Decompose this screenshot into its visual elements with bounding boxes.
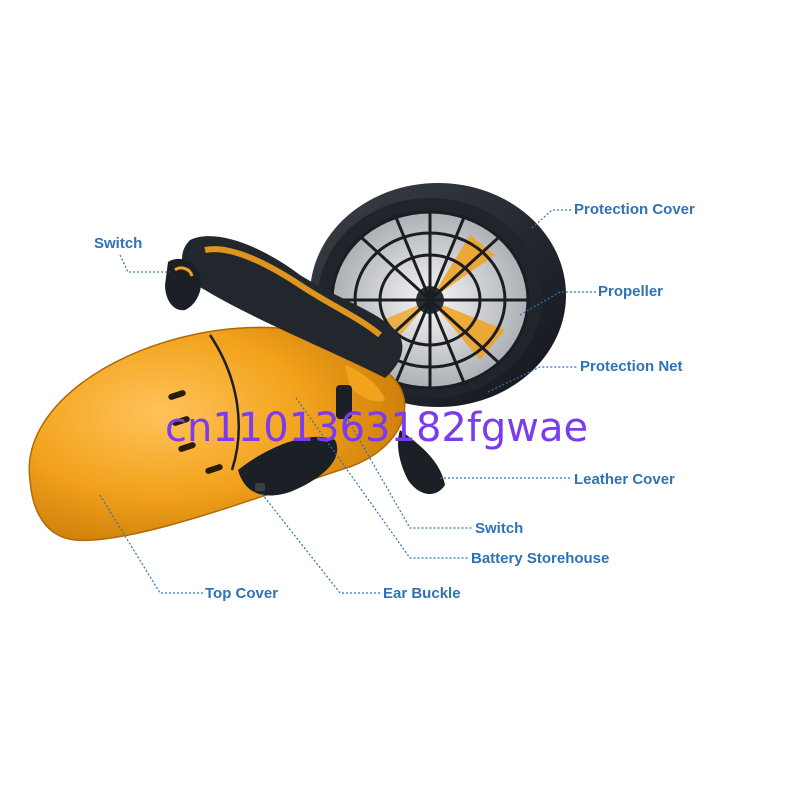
leader-protection-net: [487, 366, 578, 393]
label-ear-buckle: Ear Buckle: [383, 585, 461, 602]
label-battery-storehouse: Battery Storehouse: [471, 550, 610, 567]
watermark-text: cn1101363182fgwae: [165, 405, 589, 451]
battery-storehouse-part: [238, 436, 338, 496]
label-propeller: Propeller: [598, 283, 664, 300]
leader-lines: [99, 209, 596, 594]
label-top-cover: Top Cover: [205, 585, 279, 602]
switch-top-part: [165, 258, 202, 311]
leather-cover-part: [182, 236, 445, 495]
label-protection-net: Protection Net: [580, 358, 683, 375]
leader-protection-cover: [531, 209, 572, 229]
leader-battery-storehouse: [295, 397, 468, 559]
label-switch-top: Switch: [94, 235, 143, 252]
label-leather-cover: Leather Cover: [574, 471, 675, 488]
leader-ear-buckle: [261, 493, 380, 594]
leader-switch-bottom: [347, 419, 472, 529]
label-protection-cover: Protection Cover: [574, 201, 695, 218]
leader-switch-top: [119, 254, 170, 273]
label-switch-bottom: Switch: [475, 520, 524, 537]
top-cover-part: [28, 326, 406, 542]
switch-bottom-part: [336, 385, 352, 419]
